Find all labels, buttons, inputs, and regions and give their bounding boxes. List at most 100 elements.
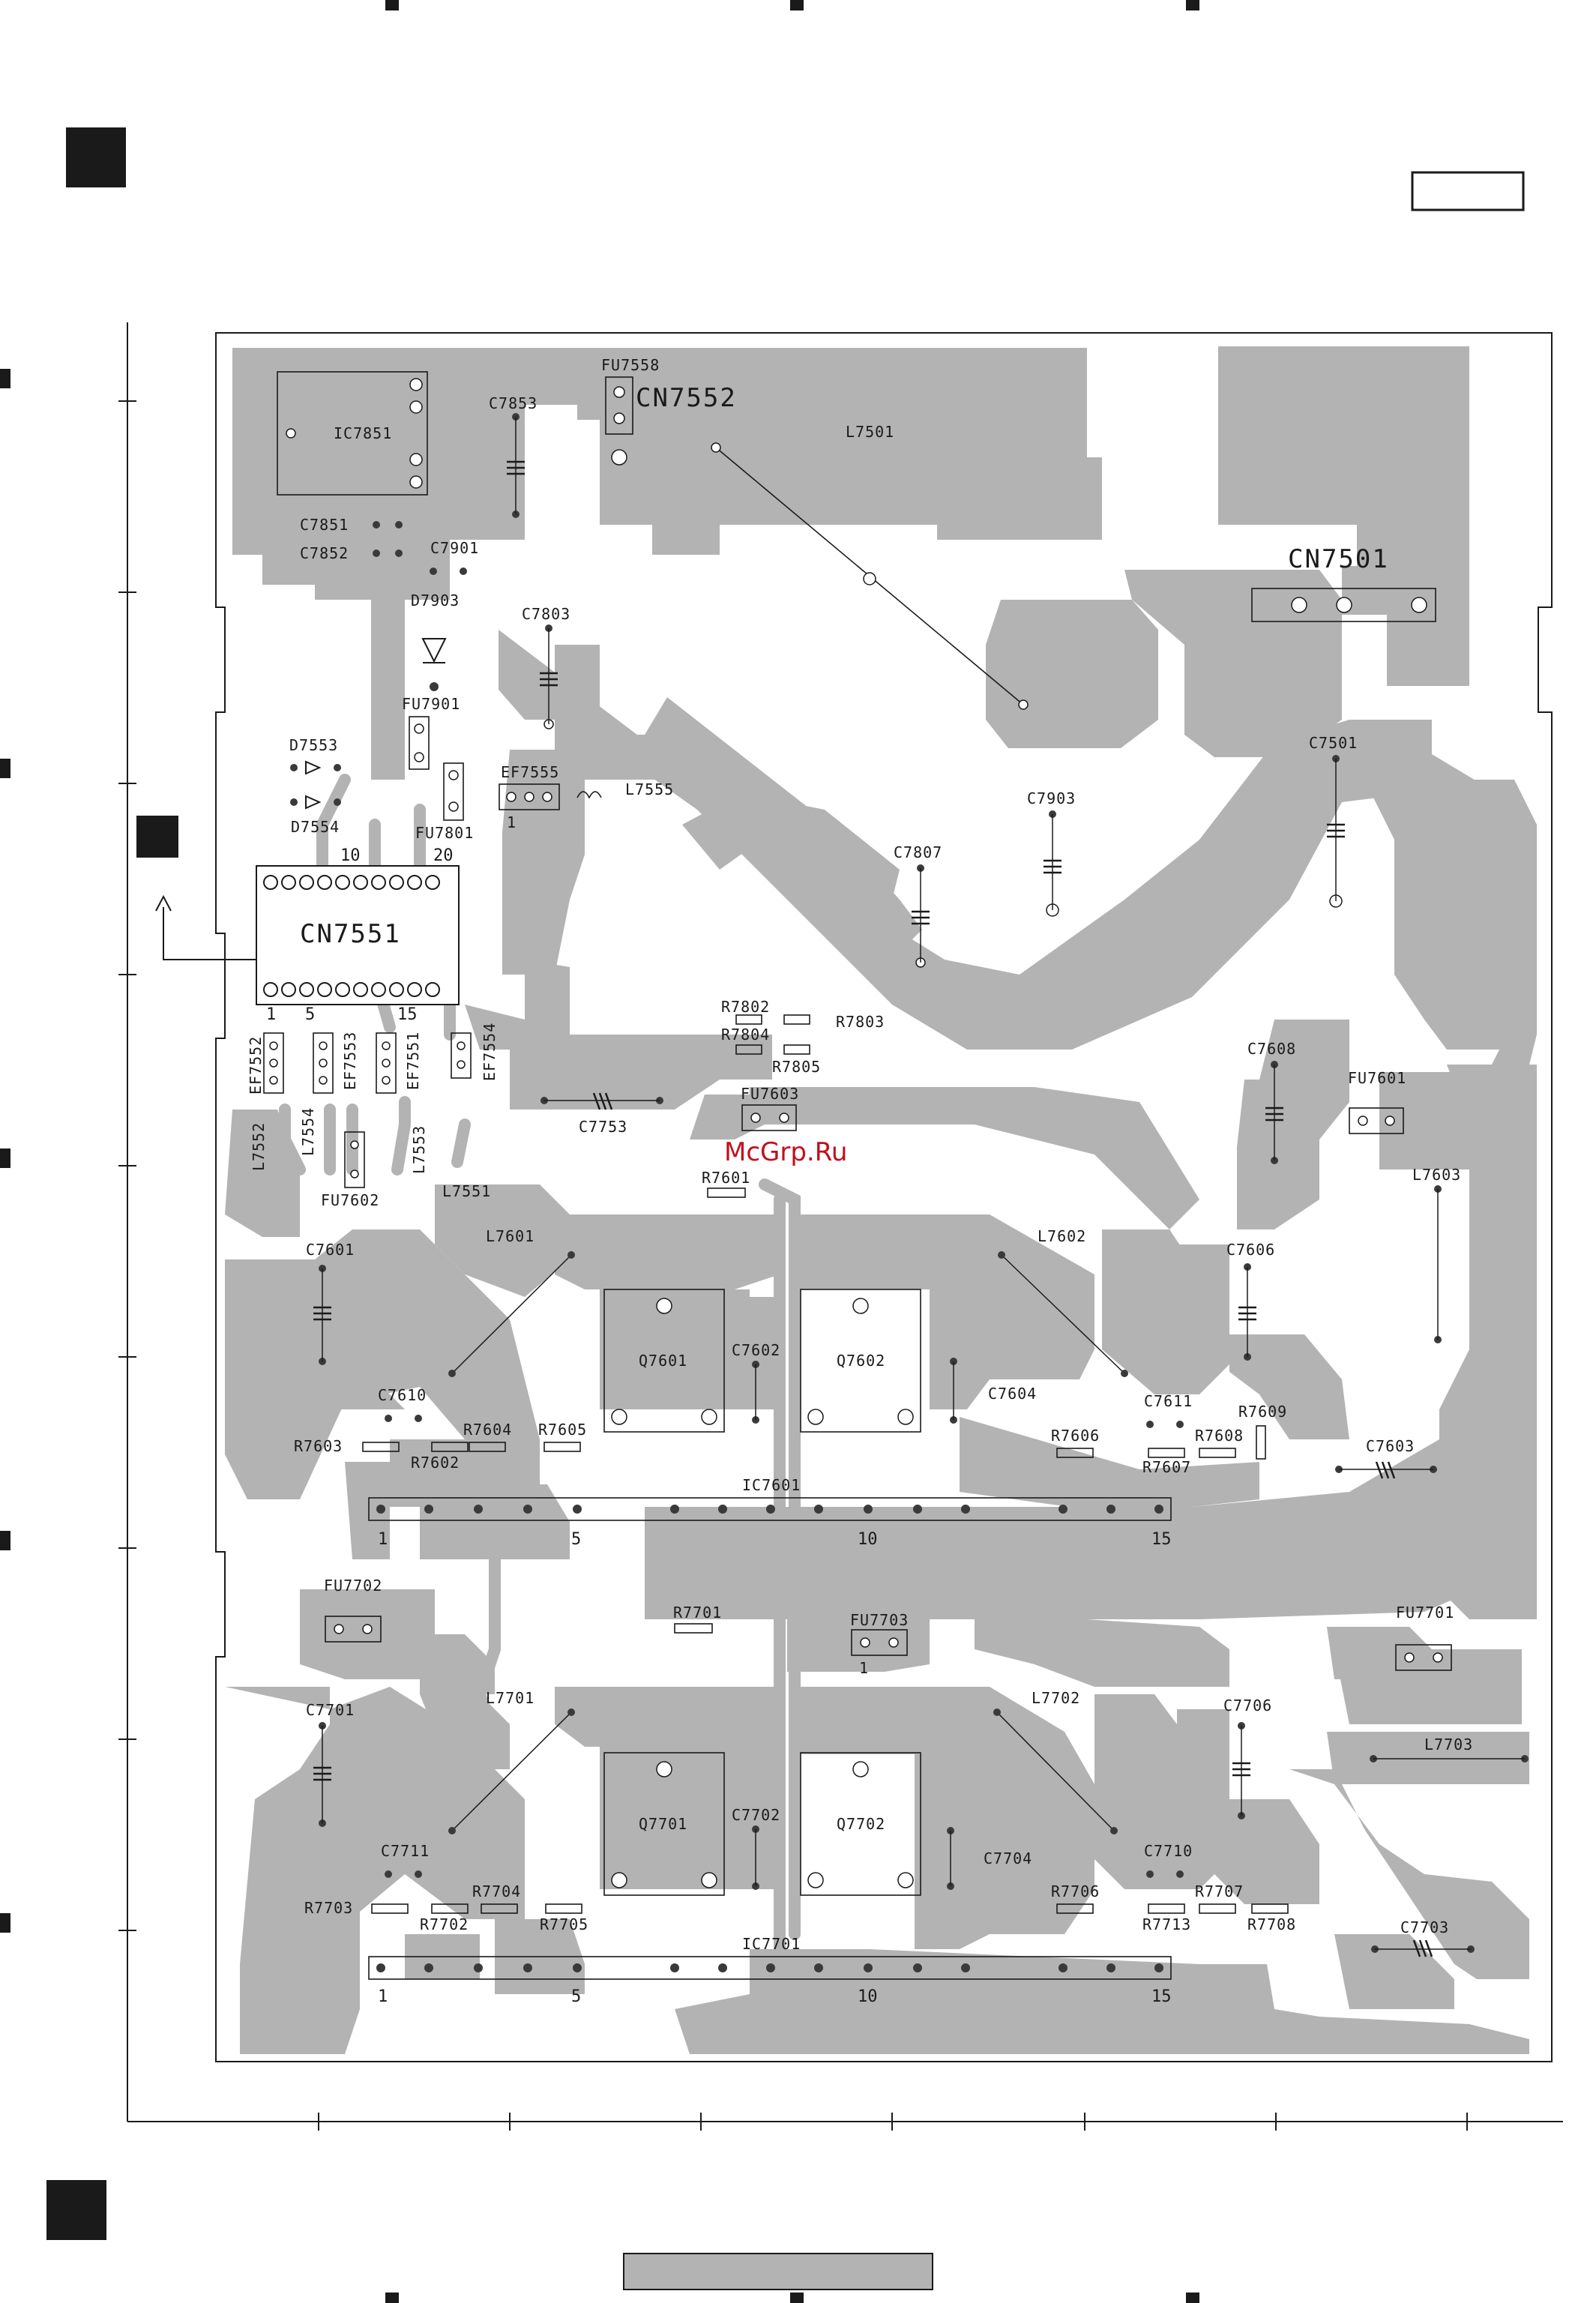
r7713-label: R7713	[1142, 1915, 1191, 1933]
fu7558-label: FU7558	[601, 356, 660, 374]
c7710-label: C7710	[1144, 1842, 1193, 1860]
r7706-label: R7706	[1051, 1882, 1100, 1900]
c7703-label: C7703	[1400, 1918, 1449, 1936]
c7601-label: C7601	[306, 1241, 355, 1259]
l7501: L7501	[711, 423, 1029, 710]
r7605-label: R7605	[538, 1421, 587, 1439]
l7702-label: L7702	[1032, 1689, 1080, 1707]
l7552-label: L7552	[250, 1122, 268, 1171]
page-footer-bar	[623, 2253, 933, 2290]
q7602-label: Q7602	[837, 1352, 885, 1370]
r7805-label: R7805	[772, 1058, 821, 1076]
ic7851: IC7851	[277, 371, 428, 496]
c7706-label: C7706	[1223, 1697, 1272, 1715]
ef7554-label: EF7554	[481, 1023, 499, 1081]
fu7601-label: FU7601	[1348, 1069, 1406, 1087]
d7553-label: D7553	[289, 736, 338, 754]
r7603-label: R7603	[294, 1437, 343, 1455]
cn7551-pin-1: 1	[266, 1005, 276, 1024]
copper-areas	[225, 346, 1537, 2054]
c7611-label: C7611	[1144, 1392, 1193, 1410]
r7804-label: R7804	[721, 1026, 770, 1044]
d7554-label: D7554	[291, 818, 340, 836]
ef-row: EF7552 EF7553 EF7551 EF7554 L7552 L7554 …	[247, 1023, 499, 1209]
c7807-label: C7807	[894, 843, 942, 861]
r7703-label: R7703	[304, 1899, 353, 1917]
ef7555-label: EF7555	[501, 763, 559, 781]
ef7552-label: EF7552	[247, 1036, 265, 1095]
l7701-label: L7701	[486, 1689, 534, 1707]
q7701-label: Q7701	[639, 1815, 687, 1833]
upper-left-components: C7853 C7851 C7852 C7901 D7903 C7803 FU79…	[289, 394, 674, 842]
c7853-label: C7853	[489, 394, 537, 412]
cn7551-pin-10: 10	[340, 846, 361, 865]
ic7701-pin-5: 5	[571, 1987, 581, 2006]
fu7702-label: FU7702	[324, 1577, 382, 1595]
amp-block-upper: C7601 L7601 L7602 C7606 Q7601 Q7602 C760…	[294, 1227, 1437, 1549]
page-ref-box	[1411, 171, 1525, 211]
r7604-label: R7604	[463, 1421, 512, 1439]
c7501-label: C7501	[1309, 734, 1358, 752]
c7852-label: C7852	[300, 544, 349, 562]
l7551-label: L7551	[442, 1182, 491, 1200]
l7601-label: L7601	[486, 1227, 534, 1245]
cn7551: CN7551 10 20 1 5 15	[155, 846, 460, 1024]
amp-block-lower: C7701 L7701 L7702 C7706 Q7701 Q7702 C770…	[304, 1689, 1475, 2006]
q7601-label: Q7601	[639, 1352, 687, 1370]
fu7901-label: FU7901	[402, 695, 460, 713]
d7903-label: D7903	[411, 591, 460, 609]
r7704-label: R7704	[472, 1882, 521, 1900]
r7702-label: R7702	[420, 1915, 469, 1933]
r7606-label: R7606	[1051, 1427, 1100, 1445]
fu7701-label: FU7701	[1396, 1604, 1454, 1622]
ic7601-pin-10: 10	[858, 1530, 878, 1549]
r7802-label: R7802	[721, 998, 770, 1016]
l7602-label: L7602	[1038, 1227, 1086, 1245]
c7608-label: C7608	[1247, 1040, 1296, 1058]
lower-fuses: FU7702 R7701 FU7703 1 FU7701 L7703	[324, 1577, 1529, 1762]
fu7602-label: FU7602	[321, 1191, 379, 1209]
fu7703-label: FU7703	[850, 1611, 909, 1629]
l7553-label: L7553	[410, 1125, 428, 1174]
cn7551-pin-15: 15	[397, 1005, 418, 1024]
r7609-label: R7609	[1238, 1403, 1287, 1421]
l7554-label: L7554	[299, 1107, 317, 1156]
board-outline	[215, 332, 1553, 2062]
fu7703-pin-label: 1	[859, 1659, 869, 1677]
r7705-label: R7705	[540, 1915, 588, 1933]
cn7551-label: CN7551	[300, 919, 401, 949]
ic7701-pin-1: 1	[378, 1987, 388, 2006]
ef7551-label: EF7551	[404, 1032, 422, 1090]
c7603-label: C7603	[1366, 1437, 1415, 1455]
ic7601-pin-1: 1	[378, 1530, 388, 1549]
c7701-label: C7701	[306, 1701, 355, 1719]
c7803-label: C7803	[522, 605, 570, 623]
ic7701-pin-15: 15	[1151, 1987, 1172, 2006]
r7708-label: R7708	[1247, 1915, 1296, 1933]
ef7553-label: EF7553	[341, 1032, 359, 1090]
ic7701-label: IC7701	[742, 1935, 801, 1953]
ic7701-pin-10: 10	[858, 1987, 878, 2006]
cn7501: CN7501	[1251, 544, 1436, 622]
cn7551-pin-5: 5	[305, 1005, 315, 1024]
fu7801-label: FU7801	[415, 824, 474, 842]
c7753-label: C7753	[579, 1118, 627, 1136]
l7501-label: L7501	[846, 423, 894, 441]
l7555-label: L7555	[625, 780, 674, 798]
q7702-label: Q7702	[837, 1815, 885, 1833]
c7901-label: C7901	[430, 539, 479, 557]
r7607-label: R7607	[1142, 1458, 1191, 1476]
c7704-label: C7704	[984, 1849, 1032, 1867]
cn7552: CN7552 FU7558	[601, 356, 737, 466]
ic7851-label: IC7851	[334, 424, 392, 442]
c7606-label: C7606	[1226, 1241, 1275, 1259]
c7851-label: C7851	[300, 516, 349, 534]
r7803-label: R7803	[836, 1013, 885, 1031]
ef7555-pin-label: 1	[507, 813, 517, 831]
fu7603-label: FU7603	[741, 1085, 799, 1103]
cn7552-label: CN7552	[636, 383, 737, 413]
c7702-label: C7702	[732, 1806, 780, 1824]
ic7601-label: IC7601	[742, 1476, 801, 1494]
grid-scale	[118, 322, 1563, 2131]
